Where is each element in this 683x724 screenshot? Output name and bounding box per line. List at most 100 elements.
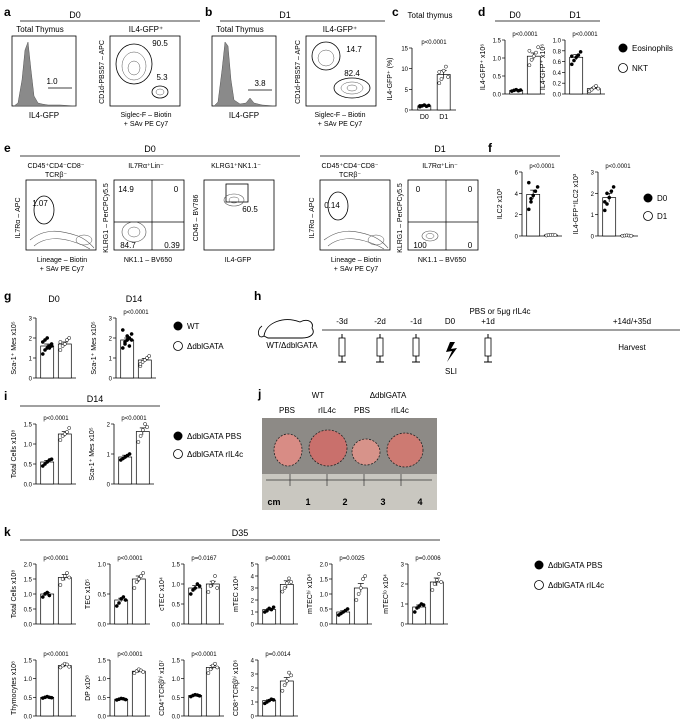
- x-tick-label: D1: [439, 114, 448, 121]
- data-point: [65, 430, 69, 434]
- panel-j-label-2: rIL4c: [318, 406, 336, 415]
- panel-b-left-title: Total Thymus: [216, 25, 263, 34]
- panel-a-letter: a: [4, 5, 11, 19]
- y-tick-label: 1: [251, 611, 255, 617]
- data-point: [534, 50, 538, 55]
- data-point: [269, 607, 274, 612]
- data-point: [602, 200, 607, 204]
- y-tick-label: 0.8: [553, 49, 562, 55]
- panel-h-day-2: -2d: [374, 317, 386, 326]
- panel-e-p2-contour: [113, 179, 185, 251]
- panel-e-p5-contour: [407, 179, 479, 251]
- panel-j-letter: j: [257, 387, 261, 401]
- panel-e-p2-title: IL7Rα⁺Lin⁻: [128, 163, 164, 170]
- panel-g-sub2: D14: [126, 294, 143, 304]
- data-point: [117, 601, 121, 605]
- panel-a-day: D0: [69, 10, 81, 20]
- data-point: [67, 426, 72, 430]
- panel-e-p3-title: KLRG1⁺NK1.1⁻: [211, 163, 261, 170]
- panel-d-sub2: D1: [569, 10, 581, 20]
- data-point: [197, 584, 202, 588]
- p-value: p=0.0014: [265, 652, 291, 658]
- panel-a-xlabel-left: IL4-GFP: [29, 111, 59, 120]
- y-tick-label: 1: [591, 213, 595, 219]
- y-tick-label: 1.5: [24, 578, 33, 584]
- y-tick-label: 2: [515, 213, 519, 219]
- y-tick-label: 0: [405, 109, 409, 115]
- data-point: [439, 77, 444, 81]
- y-tick-label: 0.0: [172, 623, 181, 629]
- y-axis-label: mTECʰⁱ x10⁴: [306, 574, 314, 614]
- y-tick-label: 0: [107, 483, 111, 489]
- data-point: [58, 438, 63, 442]
- data-point: [345, 607, 350, 611]
- y-tick-label: 3: [591, 171, 595, 177]
- data-point: [123, 598, 128, 602]
- panel-g-legend-wt-marker: [173, 321, 183, 331]
- data-point: [65, 571, 69, 575]
- panel-j-label-1: PBS: [279, 406, 295, 415]
- data-point: [65, 662, 69, 667]
- y-tick-label: 1.0: [24, 677, 33, 683]
- bar: [57, 665, 72, 717]
- y-tick-label: 0: [515, 235, 519, 241]
- panel-e-d0: D0: [144, 144, 156, 154]
- p-value: p<0.0001: [121, 416, 147, 422]
- data-point: [271, 698, 276, 702]
- panel-j-label-3: PBS: [354, 406, 370, 415]
- panel-b-gate-value: 3.8: [254, 79, 266, 88]
- data-point: [629, 233, 634, 238]
- panel-h-day-6: +14d/+35d: [613, 317, 651, 326]
- y-axis-label: IL4-GFP⁺ x10⁶: [540, 44, 547, 90]
- y-tick-label: 0: [29, 377, 33, 383]
- panel-e-p3-gate: 60.5: [242, 205, 258, 214]
- bar: [526, 55, 541, 95]
- data-point: [58, 583, 63, 587]
- p-value: p<0.0001: [572, 32, 598, 38]
- y-tick-label: 0.0: [320, 623, 329, 629]
- data-point: [280, 589, 285, 594]
- panel-e-p2-q1: 14.9: [118, 185, 134, 194]
- y-tick-label: 4: [251, 659, 255, 665]
- data-point: [132, 586, 137, 590]
- data-point: [607, 195, 612, 200]
- panel-e-p4-title-2: TCRβ⁻: [339, 172, 361, 179]
- panel-a-left-title: Total Thymus: [16, 25, 63, 34]
- panel-i-legend-ril4c-marker: [173, 449, 183, 459]
- bar: [526, 194, 541, 237]
- p-value: p=0.0006: [415, 556, 441, 562]
- data-point: [430, 588, 435, 592]
- data-point: [136, 577, 141, 581]
- data-point: [434, 578, 439, 582]
- panel-b-contour: [305, 35, 377, 107]
- panel-e-p5-q4: 0: [468, 241, 473, 250]
- bar: [188, 695, 203, 717]
- y-tick-label: 0.4: [553, 71, 562, 77]
- y-tick-label: 0: [591, 235, 595, 241]
- y-tick-label: 0.0: [493, 93, 502, 99]
- bar: [353, 587, 368, 625]
- panel-d-legend-nkt: NKT: [632, 64, 648, 73]
- y-axis-label: mTEC x10⁴: [233, 576, 240, 612]
- panel-f-letter: f: [488, 141, 493, 155]
- p-value: p=0.0167: [191, 556, 217, 562]
- panel-h-lightning-icon: [446, 342, 457, 362]
- data-point: [147, 354, 152, 358]
- data-point: [188, 592, 193, 596]
- panel-h-letter: h: [254, 289, 261, 303]
- bar: [114, 599, 129, 625]
- data-point: [444, 64, 448, 69]
- data-point: [129, 332, 134, 336]
- data-point: [437, 81, 442, 85]
- data-point: [141, 571, 146, 575]
- data-point: [287, 576, 291, 581]
- y-axis-label: IL4-GFP⁺ (%): [387, 58, 394, 101]
- data-point: [572, 58, 576, 63]
- data-point: [62, 574, 67, 578]
